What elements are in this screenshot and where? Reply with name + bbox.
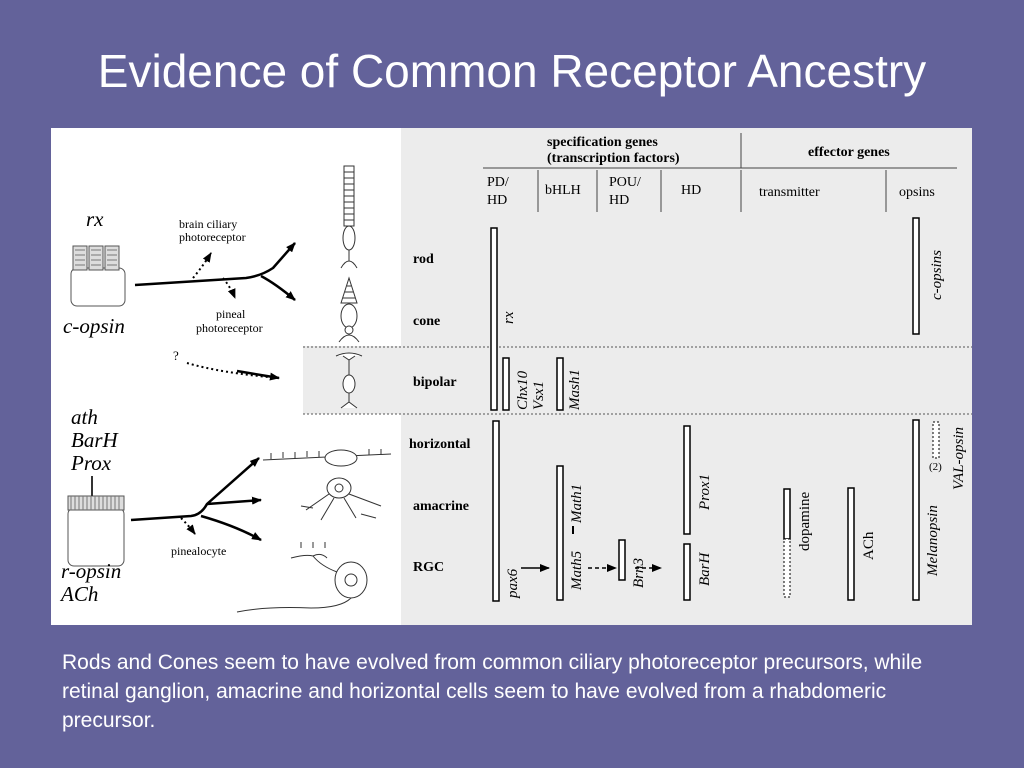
gene-math5: Math5 xyxy=(569,550,585,591)
row-cone: cone xyxy=(413,314,440,329)
pineal-dotted-arrow xyxy=(222,277,236,299)
bipolar-cell-drawing xyxy=(335,352,363,409)
row-horizontal: horizontal xyxy=(409,437,471,452)
col-hd: HD xyxy=(681,183,701,198)
rgc-cell-drawing xyxy=(236,542,368,613)
bar-pax6 xyxy=(492,420,500,602)
row-bipolar: bipolar xyxy=(413,375,457,390)
gene-prox1: Prox1 xyxy=(697,474,713,511)
bar-prox1 xyxy=(683,425,691,535)
rhabdomeric-lineage-arrows xyxy=(130,457,262,542)
col-pou-2: HD xyxy=(609,193,629,208)
ath-label: ath xyxy=(71,405,98,429)
rx-label: rx xyxy=(86,207,104,231)
bar-ach xyxy=(847,487,855,601)
bar-val-opsin xyxy=(932,421,940,459)
bar-barh xyxy=(683,543,691,601)
barh-label: BarH xyxy=(71,428,120,452)
pineal-label-2: photoreceptor xyxy=(196,321,263,335)
gene-dopamine: dopamine xyxy=(797,492,813,551)
col-pdhd-1: PD/ xyxy=(487,175,509,190)
ach-label: ACh xyxy=(59,582,98,606)
col-bhlh: bHLH xyxy=(545,183,581,198)
gene-melanopsin: Melanopsin xyxy=(925,505,941,577)
cone-cell-drawing xyxy=(338,276,360,343)
ciliary-precursor-cell xyxy=(70,245,126,307)
bar-mash1 xyxy=(556,357,564,411)
gene-c-opsins: c-opsins xyxy=(929,250,945,300)
r-opsin-label: r-opsin xyxy=(61,559,121,583)
slide-caption: Rods and Cones seem to have evolved from… xyxy=(62,651,923,732)
gene-barh: BarH xyxy=(697,552,713,587)
amacrine-cell-drawing xyxy=(300,477,382,521)
effector-genes-label: effector genes xyxy=(808,145,890,160)
row-amacrine: amacrine xyxy=(413,499,469,514)
bipolar-question-dotted xyxy=(186,362,280,379)
gene-val-opsin: VAL-opsin xyxy=(951,427,967,490)
gene-rx: rx xyxy=(501,311,517,324)
rhabdomeric-precursor-cell xyxy=(67,476,125,567)
row-rod: rod xyxy=(413,252,434,267)
ciliary-lineage-arrows xyxy=(134,242,296,301)
gene-chx10: Chx10 xyxy=(515,370,531,410)
c-opsin-label: c-opsin xyxy=(63,314,125,338)
pineal-label-1: pineal xyxy=(216,307,246,321)
pinealocyte-label: pinealocyte xyxy=(171,544,226,558)
brain-ciliary-label-2: photoreceptor xyxy=(179,230,246,244)
col-opsins: opsins xyxy=(899,185,935,200)
gene-pax6: pax6 xyxy=(505,568,521,599)
gene-mash1: Mash1 xyxy=(567,369,583,411)
bar-dopamine xyxy=(783,488,791,540)
row-rgc: RGC xyxy=(413,560,444,575)
gene-vsx1: Vsx1 xyxy=(531,381,547,410)
bar-c-opsins xyxy=(912,217,920,335)
diagram-canvas: rx c-opsin brain ciliary photoreceptor p… xyxy=(59,128,972,625)
col-pdhd-2: HD xyxy=(487,193,507,208)
prox-label: Prox xyxy=(70,451,112,475)
receptor-ancestry-figure: rx c-opsin brain ciliary photoreceptor p… xyxy=(51,128,972,625)
slide-title: Evidence of Common Receptor Ancestry xyxy=(97,45,927,97)
bar-brn3 xyxy=(618,539,626,581)
column-dividers xyxy=(537,170,887,212)
bar-chx10 xyxy=(502,357,510,411)
bipolar-question-arrow xyxy=(236,369,280,381)
brain-ciliary-dotted-arrow xyxy=(192,252,212,279)
gene-two-note: (2) xyxy=(929,461,942,473)
bar-melanopsin xyxy=(912,419,920,601)
bar-rx xyxy=(490,227,498,411)
col-pou-1: POU/ xyxy=(609,175,641,190)
spec-genes-label-1: specification genes xyxy=(547,135,658,150)
gene-brn3: Brn3 xyxy=(631,558,647,588)
spec-genes-label-2: (transcription factors) xyxy=(547,151,680,166)
brain-ciliary-label-1: brain ciliary xyxy=(179,217,237,231)
gene-ach: ACh xyxy=(861,531,877,560)
gene-math1: Math1 xyxy=(569,484,585,524)
question-label: ? xyxy=(173,348,179,363)
pinealocyte-dotted-arrow xyxy=(180,517,196,535)
bar-math xyxy=(556,465,564,601)
bar-dopamine-dotted xyxy=(783,538,791,598)
col-transmitter: transmitter xyxy=(759,185,820,200)
rod-cell-drawing xyxy=(340,165,358,269)
horizontal-cell-drawing xyxy=(262,449,392,467)
